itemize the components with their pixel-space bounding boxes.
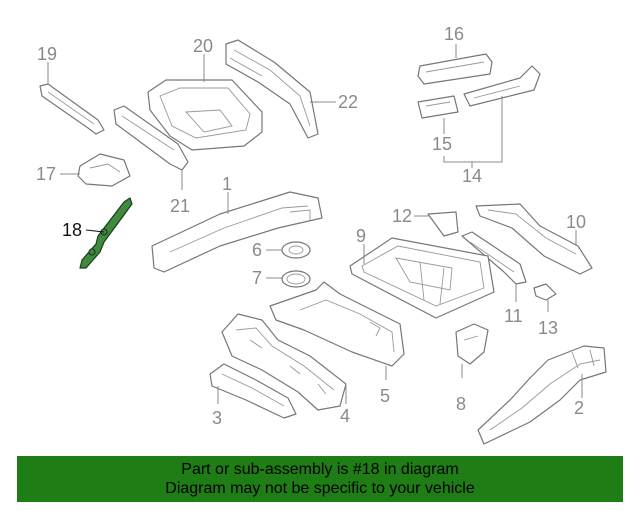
callout-5: 5 [380,386,390,406]
part-6[interactable]: 6 [252,240,311,260]
part-12[interactable]: 12 [392,206,459,237]
callout-6: 6 [252,240,262,260]
callout-11: 11 [504,306,523,326]
part-22[interactable]: 22 [225,39,358,139]
callout-16: 16 [444,24,464,44]
callout-7: 7 [252,268,262,288]
part-3[interactable]: 3 [209,363,297,428]
part-2[interactable]: 2 [477,345,607,445]
callout-12: 12 [392,206,412,226]
part-8[interactable]: 8 [455,323,489,414]
parts-diagram: 19 20 22 21 17 18 [36,24,607,445]
part-7[interactable]: 7 [252,268,311,288]
part-4[interactable]: 4 [221,313,350,426]
part-21[interactable]: 21 [113,105,190,216]
part-15[interactable]: 15 [417,95,459,154]
part-11[interactable]: 11 [461,231,527,326]
part-18[interactable]: 18 [62,197,133,269]
part-5[interactable]: 5 [269,281,405,406]
callout-1: 1 [222,174,232,194]
part-14[interactable]: 14 [443,65,541,186]
callout-20: 20 [193,36,213,56]
callout-2: 2 [574,398,584,418]
callout-15: 15 [432,134,452,154]
callout-10: 10 [566,212,586,232]
callout-13: 13 [538,318,558,338]
callout-21: 21 [170,196,190,216]
part-16[interactable]: 16 [417,24,493,85]
part-9[interactable]: 9 [349,226,495,319]
callout-19: 19 [37,44,57,64]
banner-line-2: Diagram may not be specific to your vehi… [165,480,475,497]
callout-14: 14 [462,166,482,186]
banner-line-1: Part or sub-assembly is #18 in diagram [181,461,459,478]
callout-8: 8 [456,394,466,414]
part-13[interactable]: 13 [533,283,558,338]
callout-22: 22 [338,92,358,112]
part-20[interactable]: 20 [147,36,263,151]
part-10[interactable]: 10 [475,203,593,275]
part-1[interactable]: 1 [151,174,323,273]
callout-9: 9 [356,226,366,246]
callout-17: 17 [36,164,56,184]
part-19[interactable]: 19 [37,44,105,135]
part-17[interactable]: 17 [36,153,131,187]
info-banner: Part or sub-assembly is #18 in diagram D… [17,456,623,502]
callout-18: 18 [62,220,82,240]
callout-3: 3 [212,408,222,428]
callout-4: 4 [340,406,350,426]
